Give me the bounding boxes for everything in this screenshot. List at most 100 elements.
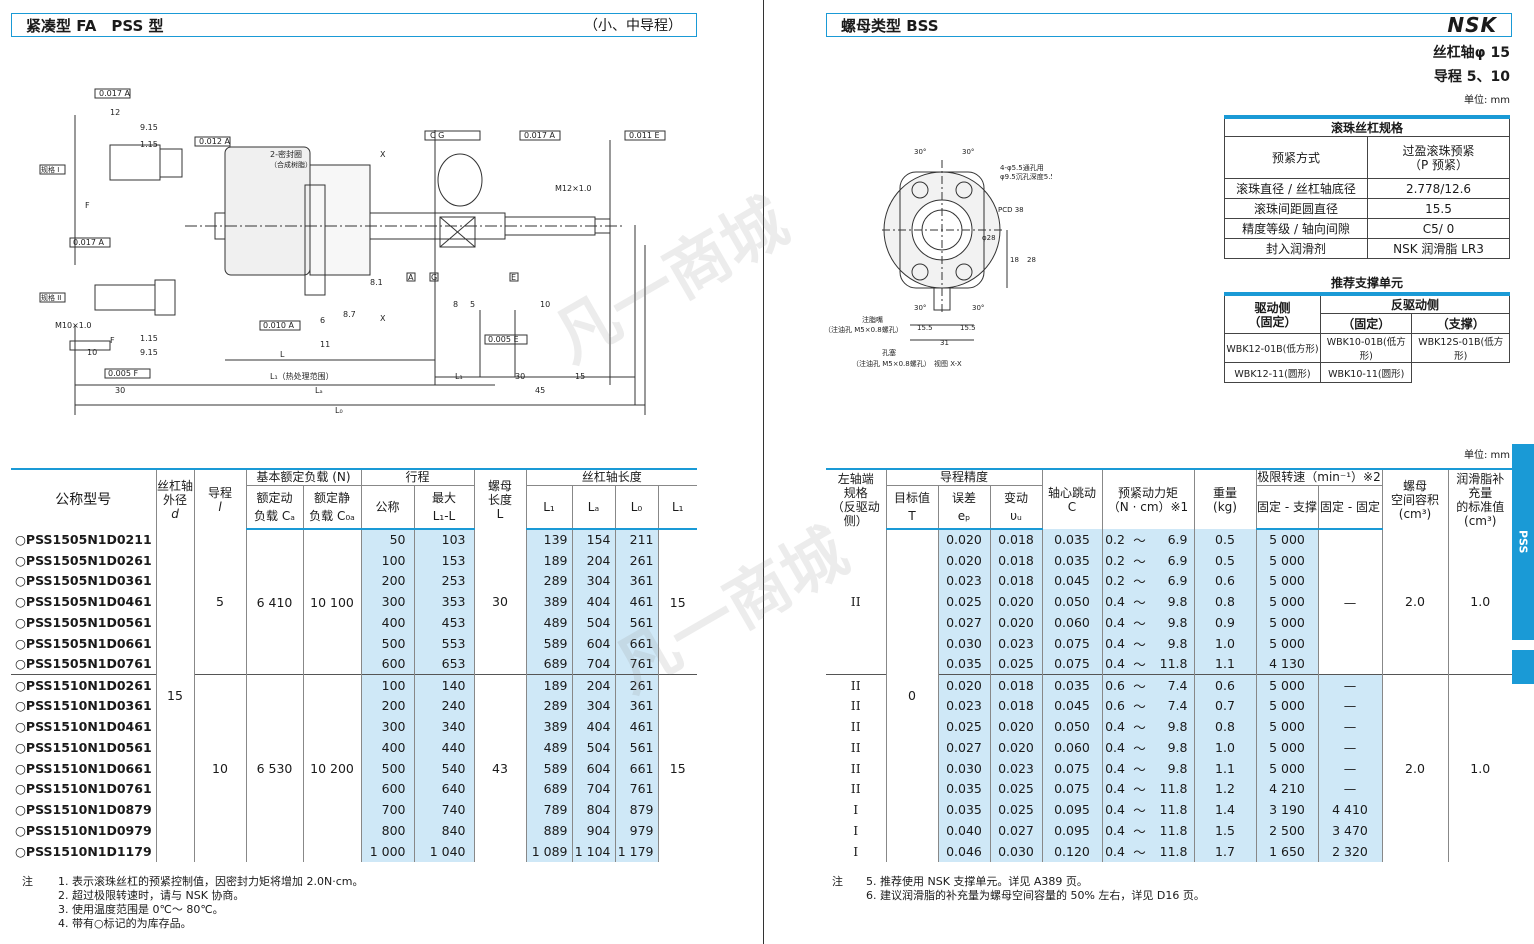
section-tab[interactable]: PSS	[1512, 444, 1534, 640]
model-name: PSS1510N1D0761	[25, 781, 152, 797]
model-name: PSS1505N1D0461	[25, 594, 152, 610]
var-cell: 0.023	[989, 757, 1042, 779]
spec-value: 15.5	[1367, 198, 1510, 219]
stroke-nom-cell: 1 000	[360, 840, 414, 862]
model-name: PSS1510N1D0361	[25, 698, 152, 714]
col-torque: 预紧动力矩 （N · cm）※1	[1101, 469, 1194, 529]
speed-ff-cell: —	[1317, 529, 1382, 675]
svg-text:L₁: L₁	[455, 372, 463, 381]
shaft-length-cell: 504	[571, 612, 615, 633]
stroke-nom-cell: 400	[360, 612, 414, 633]
shaft-length-cell: 704	[571, 653, 615, 675]
svg-text:0.005 F: 0.005 F	[108, 369, 138, 378]
svg-text:30°: 30°	[914, 148, 926, 156]
shaft-length-cell: 204	[571, 549, 615, 571]
speed-fs-cell: 1 650	[1255, 840, 1318, 862]
section-tab-label: PSS	[1516, 530, 1530, 554]
space-cell: 2.0	[1381, 529, 1448, 675]
stroke-max-cell: 640	[413, 778, 474, 800]
shaft-length-cell: 361	[614, 570, 658, 592]
shaft-length-cell: 139	[525, 529, 572, 550]
lead-cell: 10	[193, 674, 246, 862]
col-err: 误差 eₚ	[937, 485, 990, 530]
torque-sep-cell: ～	[1127, 529, 1152, 550]
stock-mark-icon: ○	[15, 760, 26, 776]
torque-sep-cell: ～	[1127, 695, 1152, 717]
torque-max-cell: 9.8	[1152, 632, 1194, 654]
svg-text:30°: 30°	[962, 148, 974, 156]
svg-text:28: 28	[1027, 256, 1036, 264]
var-cell: 0.018	[989, 549, 1042, 571]
weight-cell: 1.1	[1193, 757, 1256, 779]
nut-side-view: 30°30° 30°30° 4-φ5.5通孔用 φ9.5沉孔深度5.5 PCD …	[824, 148, 1052, 368]
model-cell: ○PSS1505N1D0461	[11, 591, 156, 612]
var-cell: 0.025	[989, 653, 1042, 675]
svg-text:C G: C G	[430, 131, 444, 140]
stroke-max-cell: 740	[413, 799, 474, 821]
end-spec-cell: II	[850, 739, 861, 755]
support-unit: WBK10-01B(低方形)	[1319, 333, 1413, 363]
shaft-length-cell: 761	[614, 778, 658, 800]
model-cell: ○PSS1505N1D0561	[11, 612, 156, 633]
weight-cell: 0.7	[1193, 695, 1256, 717]
torque-max-cell: 7.4	[1152, 695, 1194, 717]
model-name: PSS1510N1D0261	[25, 677, 152, 693]
nut-length-cell: 43	[473, 674, 526, 862]
var-cell: 0.025	[989, 778, 1042, 800]
shaft-length-cell: 904	[571, 820, 615, 841]
err-cell: 0.027	[937, 612, 990, 633]
torque-min-cell: 0.4	[1101, 820, 1127, 841]
support-unit: WBK12-01B(低方形)	[1224, 333, 1321, 363]
speed-fs-cell: 5 000	[1255, 757, 1318, 779]
torque-min-cell: 0.2	[1101, 529, 1127, 550]
model-cell: ○PSS1510N1D0879	[11, 799, 156, 820]
svg-text:18: 18	[1010, 256, 1019, 264]
dyn-load-cell: 6 410	[245, 529, 303, 675]
shaft-length-cell: 589	[525, 632, 572, 654]
speed-ff-cell: 2 320	[1317, 840, 1382, 862]
speed-fs-cell: 3 190	[1255, 799, 1318, 821]
stroke-max-cell: 1 040	[413, 840, 474, 862]
torque-min-cell: 0.4	[1101, 736, 1127, 758]
stock-mark-icon: ○	[15, 698, 26, 714]
torque-sep-cell: ～	[1127, 716, 1152, 737]
err-cell: 0.020	[937, 674, 990, 696]
err-cell: 0.030	[937, 632, 990, 654]
stroke-max-cell: 240	[413, 695, 474, 717]
svg-text:L₁（热处理范围）: L₁（热处理范围）	[270, 371, 334, 381]
var-cell: 0.020	[989, 736, 1042, 758]
stroke-max-cell: 140	[413, 674, 474, 696]
section-tab-2[interactable]	[1512, 650, 1534, 684]
svg-text:30°: 30°	[972, 304, 984, 312]
shaft-length-cell: 979	[614, 820, 658, 841]
stock-mark-icon: ○	[15, 719, 26, 735]
speed-fs-cell: 5 000	[1255, 529, 1318, 550]
end-spec-cell: II	[850, 719, 861, 735]
shaft-length-cell: 389	[525, 591, 572, 613]
model-name: PSS1505N1D0211	[25, 531, 152, 547]
shaft-length-cell: 661	[614, 632, 658, 654]
runout-cell: 0.035	[1041, 529, 1102, 550]
err-cell: 0.030	[937, 757, 990, 779]
torque-sep-cell: ～	[1127, 612, 1152, 633]
runout-cell: 0.075	[1041, 653, 1102, 675]
spec-value: 2.778/12.6	[1367, 178, 1510, 199]
model-name: PSS1505N1D0761	[25, 656, 152, 672]
weight-cell: 0.8	[1193, 716, 1256, 737]
speed-ff-cell: —	[1317, 778, 1382, 800]
col-shaft-length: 丝杠轴长度	[525, 469, 697, 486]
spec-label: 滚珠直径 / 丝杠轴底径	[1224, 178, 1368, 199]
speed-fs-cell: 4 210	[1255, 778, 1318, 800]
err-cell: 0.035	[937, 653, 990, 675]
runout-cell: 0.060	[1041, 736, 1102, 758]
runout-cell: 0.045	[1041, 695, 1102, 717]
svg-text:30: 30	[115, 386, 125, 395]
col-runout: 轴心跳动 C	[1041, 469, 1102, 529]
